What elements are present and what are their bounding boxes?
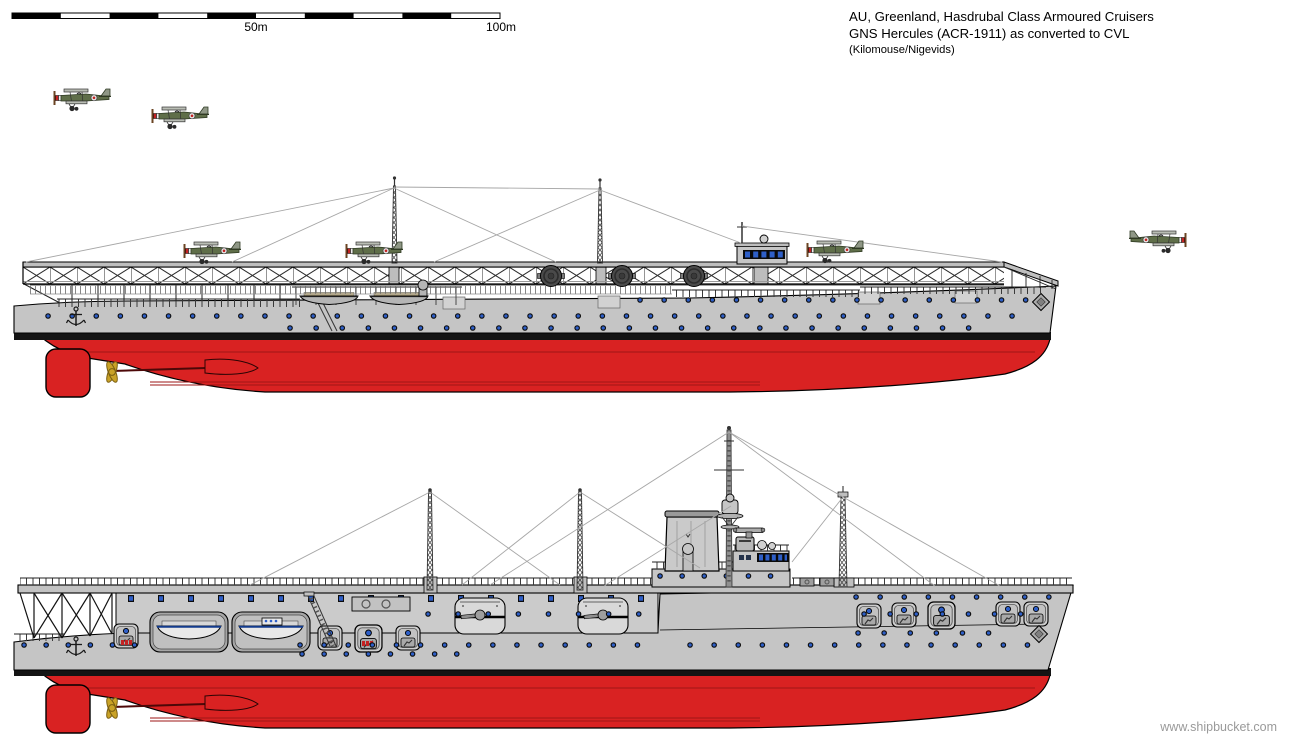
title-block: AU, Greenland, Hasdrubal Class Armoured … (849, 9, 1154, 56)
lattice-mast-aft (391, 176, 398, 264)
searchlight-icon-small (768, 542, 776, 550)
rigging-wires (249, 431, 1001, 587)
deck-mast-mid (573, 488, 588, 594)
scale-label-100m: 100m (486, 20, 516, 34)
deck-railings (57, 286, 1046, 307)
parked-biplane-3 (806, 240, 865, 265)
watermark-text: www.shipbucket.com (1159, 720, 1277, 734)
rigging-wires (25, 186, 1003, 263)
cowl-vent (417, 279, 429, 297)
scale-label-50m: 50m (244, 20, 267, 34)
lattice-mast-fore (597, 178, 603, 264)
underwater-hull (13, 331, 1052, 398)
funnel (664, 510, 720, 572)
scale-bar-segments (12, 13, 452, 19)
deck-railings (14, 577, 1072, 641)
bow-ramp (1003, 261, 1059, 290)
title-line-2: GNS Hercules (ACR-1911) as converted to … (849, 26, 1129, 41)
flying-aircraft (53, 88, 1187, 255)
forecastle-seam (659, 623, 1041, 631)
winch-house (351, 596, 411, 612)
title-line-3: (Kilomouse/Nigevids) (849, 44, 955, 56)
accommodation-ladder (303, 591, 337, 647)
parked-biplane-1 (183, 241, 242, 266)
underwater-hull (13, 667, 1052, 734)
island-superstructure (651, 426, 791, 588)
flying-biplane-2 (151, 106, 210, 131)
island-superstructure (734, 222, 790, 265)
sponson-gun-1 (453, 596, 507, 636)
boat-recess-2 (231, 611, 311, 653)
top-ship-profile (13, 176, 1059, 398)
searchlight-icon (759, 234, 769, 244)
flight-deck-surface (22, 261, 1005, 268)
deck-mast-aft (423, 488, 438, 594)
boat-recess-1 (149, 611, 229, 653)
title-line-1: AU, Greenland, Hasdrubal Class Armoured … (849, 9, 1154, 24)
walkway-gallery (30, 284, 1004, 295)
porthole-rows (45, 297, 1038, 331)
searchlight-icon (757, 540, 767, 550)
scale-bar: 50m 100m (11, 12, 516, 34)
porthole-rows (21, 594, 1055, 657)
sponson-gun-2 (576, 596, 630, 636)
bridge (732, 527, 790, 572)
flight-deck (22, 261, 1059, 290)
forecastle-winches (799, 577, 835, 587)
flying-biplane-1 (53, 88, 112, 113)
conning-tower (735, 536, 755, 552)
bottom-ship-profile (13, 426, 1074, 734)
stern-lattice (19, 592, 113, 639)
flying-biplane-3 (1128, 230, 1187, 255)
flight-deck-surface (17, 584, 1074, 594)
rangefinder (732, 527, 766, 539)
hull-ladder (317, 302, 338, 332)
